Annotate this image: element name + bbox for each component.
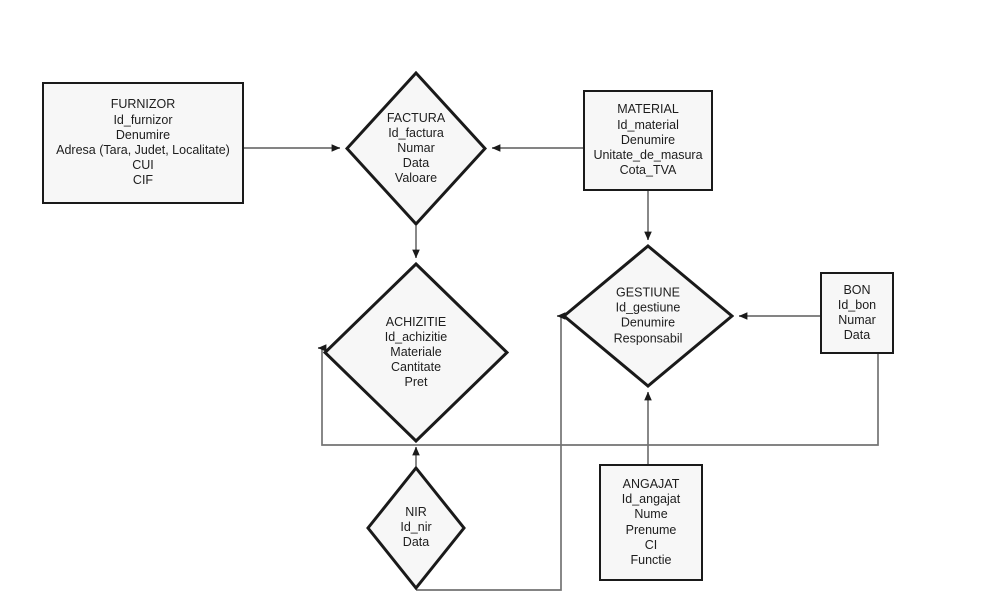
- entity-furnizor-label: FURNIZOR Id_furnizor Denumire Adresa (Ta…: [56, 97, 230, 188]
- connector-nir-gestiune: [416, 312, 566, 591]
- diamond-shape-factura: [345, 71, 487, 226]
- relationship-gestiune[interactable]: GESTIUNE Id_gestiune Denumire Responsabi…: [562, 244, 734, 388]
- entity-angajat-label: ANGAJAT Id_angajat Nume Prenume CI Funct…: [621, 476, 681, 567]
- entity-material[interactable]: MATERIAL Id_material Denumire Unitate_de…: [583, 90, 713, 191]
- relationship-nir[interactable]: NIR Id_nir Data: [366, 466, 466, 590]
- diamond-shape-achizitie: [323, 262, 509, 443]
- entity-bon-label: BON Id_bon Numar Data: [837, 282, 877, 343]
- entity-angajat[interactable]: ANGAJAT Id_angajat Nume Prenume CI Funct…: [599, 464, 703, 581]
- relationship-achizitie[interactable]: ACHIZITIE Id_achizitie Materiale Cantita…: [323, 262, 509, 443]
- relationship-factura[interactable]: FACTURA Id_factura Numar Data Valoare: [345, 71, 487, 226]
- entity-bon[interactable]: BON Id_bon Numar Data: [820, 272, 894, 354]
- entity-furnizor[interactable]: FURNIZOR Id_furnizor Denumire Adresa (Ta…: [42, 82, 244, 204]
- connector-bon-achizitie: [317, 344, 879, 446]
- diamond-shape-nir: [366, 466, 466, 590]
- diamond-shape-gestiune: [562, 244, 734, 388]
- entity-material-label: MATERIAL Id_material Denumire Unitate_de…: [593, 102, 703, 178]
